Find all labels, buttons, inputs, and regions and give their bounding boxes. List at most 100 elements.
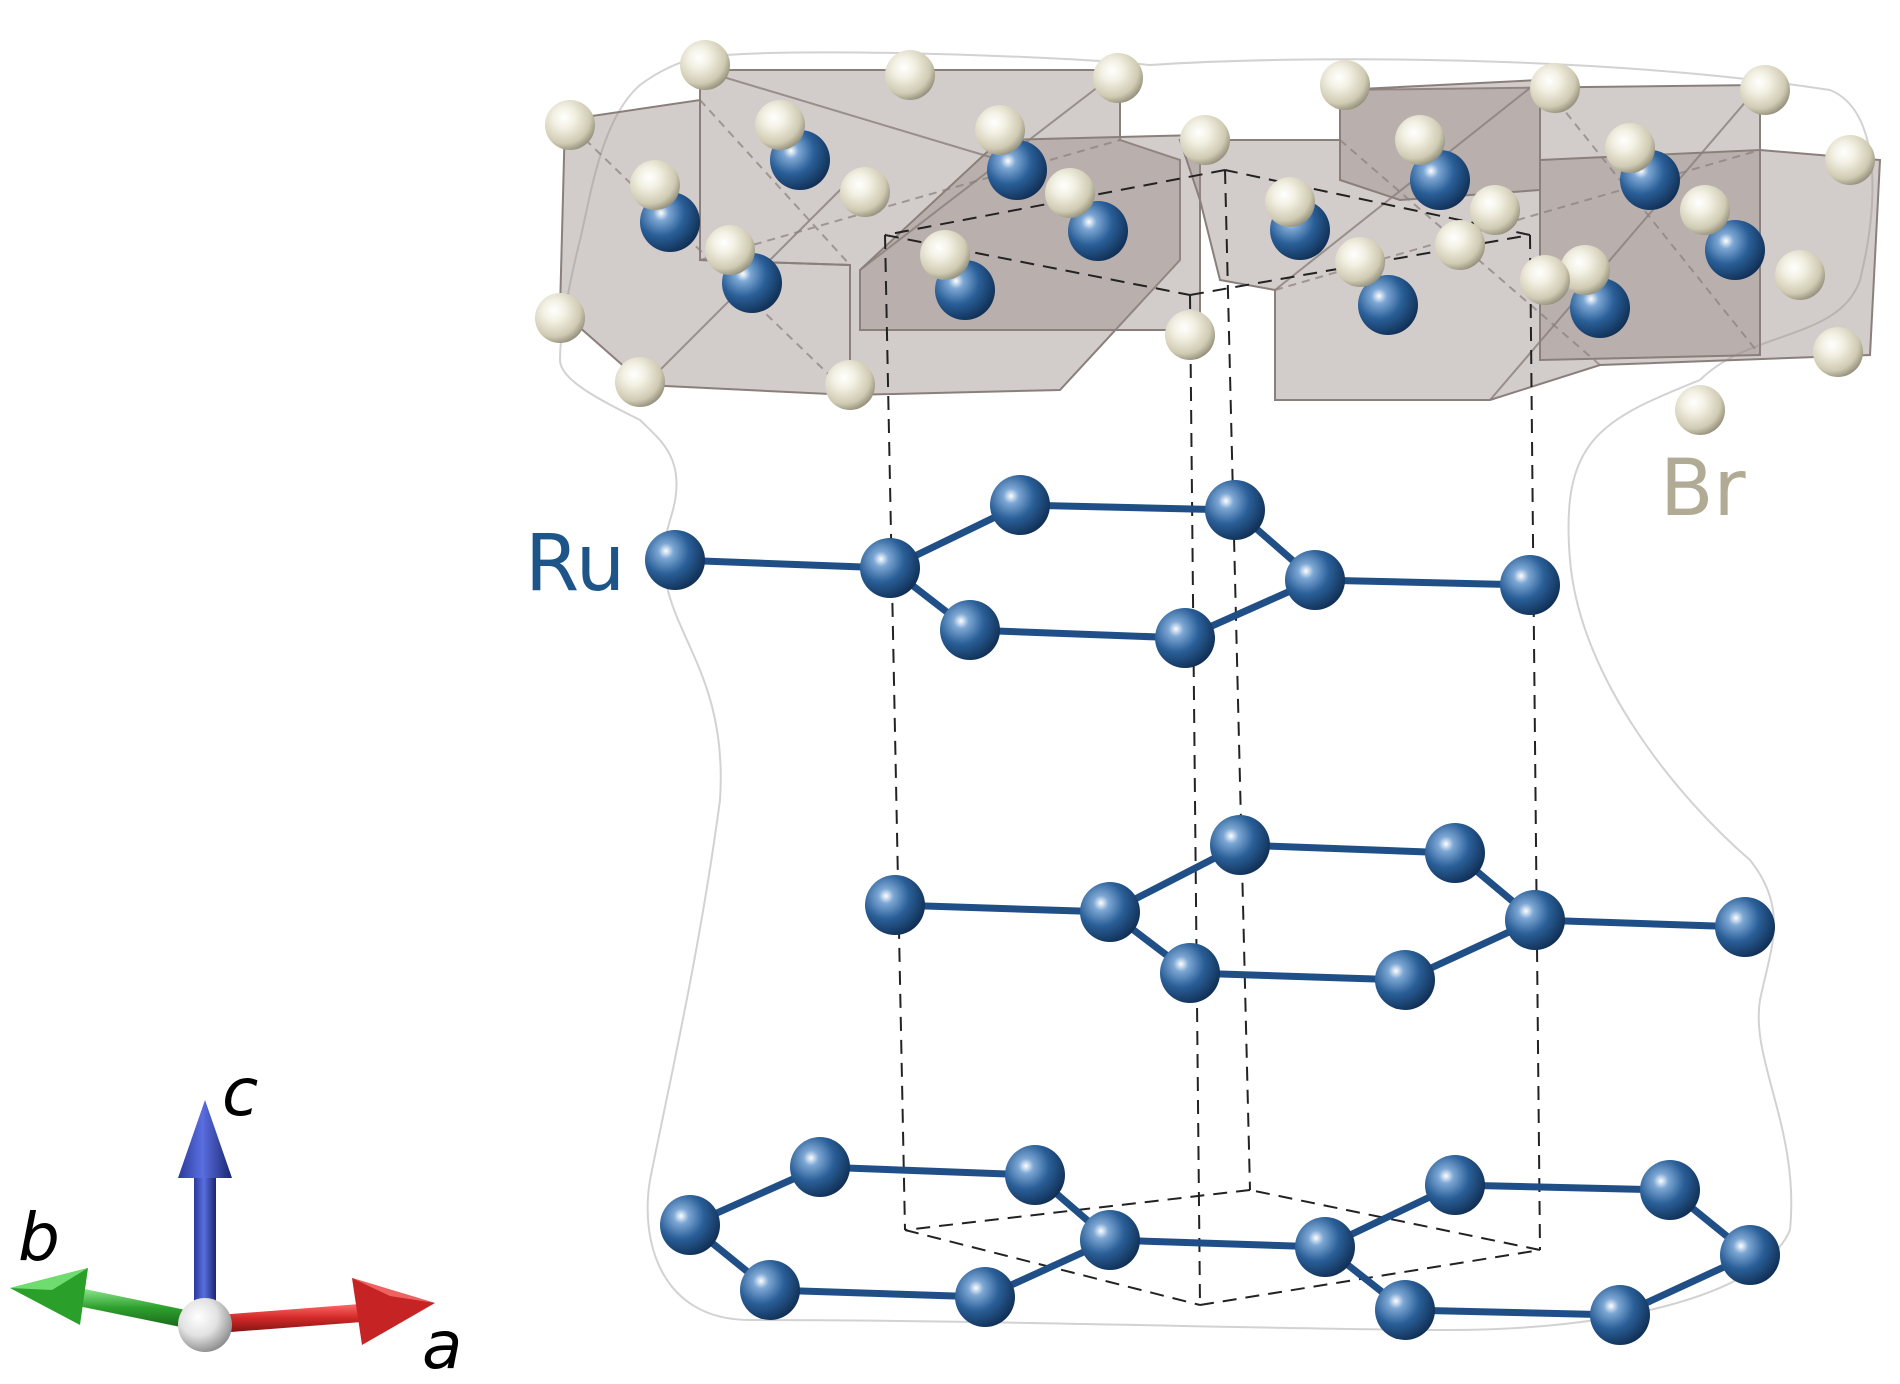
- ru-atom: [955, 1267, 1015, 1327]
- ru-atom: [645, 530, 705, 590]
- ru-atom: [1425, 823, 1485, 883]
- br-atom: [1740, 65, 1790, 115]
- ru-atom: [1500, 555, 1560, 615]
- octahedron-edge: [699, 69, 1001, 161]
- br-atom: [535, 293, 585, 343]
- unit-cell-edge: [1199, 1249, 1541, 1306]
- unit-cell-edge: [1529, 234, 1541, 1251]
- ru-atom: [1425, 1155, 1485, 1215]
- a-axis-arrow: [205, 1278, 435, 1345]
- octahedron-edge: [699, 139, 1121, 261]
- br-label: Br: [1660, 444, 1747, 534]
- ru-atom: [1005, 1145, 1065, 1205]
- br-atom: [615, 357, 665, 407]
- br-atom: [1775, 250, 1825, 300]
- ru-atoms-layers: [645, 475, 1780, 1345]
- ru-atom: [1705, 220, 1765, 280]
- br-atom: [1335, 237, 1385, 287]
- br-atom: [1825, 135, 1875, 185]
- axis-triad: c b a: [10, 1054, 462, 1384]
- ru-atom: [1080, 1210, 1140, 1270]
- br-atom: [1680, 185, 1730, 235]
- ru-bond: [1016, 501, 1239, 514]
- br-atom: [755, 100, 805, 150]
- br-atom: [630, 160, 680, 210]
- ru-atom: [1068, 201, 1128, 261]
- ru-atom: [1160, 943, 1220, 1003]
- ru-atom: [1155, 608, 1215, 668]
- ru-bond: [966, 626, 1189, 642]
- axis-label-a: a: [422, 1307, 462, 1384]
- br-atom: [1093, 53, 1143, 103]
- br-atom: [840, 167, 890, 217]
- ru-atom: [940, 600, 1000, 660]
- ru-atom: [740, 1260, 800, 1320]
- br-atom: [1395, 115, 1445, 165]
- ru-atom: [1640, 1160, 1700, 1220]
- unit-cell-edge: [884, 234, 906, 1231]
- ru-bond: [1106, 1236, 1329, 1251]
- unit-cell-edge: [904, 1229, 1201, 1306]
- ru-bond: [1311, 576, 1534, 589]
- br-atom: [885, 50, 935, 100]
- br-atom: [1320, 60, 1370, 110]
- br-atoms: [535, 40, 1875, 435]
- ru-bond: [766, 1286, 989, 1301]
- br-atom: [1045, 168, 1095, 218]
- ru-atom: [1590, 1285, 1650, 1345]
- ru-atom: [990, 475, 1050, 535]
- ru-bond: [891, 901, 1114, 916]
- ru-atom: [1375, 1280, 1435, 1340]
- br-atom: [1165, 310, 1215, 360]
- axis-label-b: b: [18, 1199, 60, 1276]
- ru-atom: [1295, 1217, 1355, 1277]
- br-atom: [1813, 327, 1863, 377]
- br-atom: [1265, 177, 1315, 227]
- ru-atom: [1720, 1225, 1780, 1285]
- ru-atom: [1285, 550, 1345, 610]
- ru-atom: [1205, 480, 1265, 540]
- br-atom: [1675, 385, 1725, 435]
- br-atom: [1560, 245, 1610, 295]
- br-atom: [545, 100, 595, 150]
- br-atom: [1435, 220, 1485, 270]
- b-axis-arrow: [10, 1268, 205, 1332]
- ru-atom: [1210, 815, 1270, 875]
- ru-bond: [1401, 1306, 1624, 1319]
- ru-atom: [860, 538, 920, 598]
- ru-atom: [660, 1195, 720, 1255]
- br-atom: [1470, 185, 1520, 235]
- octahedron-edge: [1539, 79, 1761, 356]
- ru-label: Ru: [525, 519, 625, 609]
- octahedron-edge: [1274, 79, 1541, 291]
- br-atom: [825, 360, 875, 410]
- br-atom: [680, 40, 730, 90]
- ru-atom: [790, 1137, 850, 1197]
- ru-atom: [1410, 150, 1470, 210]
- axis-origin-sphere: [178, 1298, 232, 1352]
- ru-bond: [671, 556, 894, 572]
- br-atom: [1180, 115, 1230, 165]
- axis-label-c: c: [222, 1054, 258, 1131]
- br-atom: [705, 225, 755, 275]
- br-atom: [920, 230, 970, 280]
- br-atom: [1605, 123, 1655, 173]
- ru-atom: [987, 140, 1047, 200]
- octahedron-edge: [699, 99, 851, 266]
- unit-cell-edge: [1249, 1189, 1541, 1251]
- structure-outline: [558, 51, 1874, 1332]
- c-axis-arrow: [178, 1100, 232, 1320]
- ru-bond: [1531, 916, 1749, 931]
- octahedron-edge: [1489, 84, 1761, 401]
- unit-cell-edge: [1189, 294, 1201, 1306]
- ru-atom: [1358, 275, 1418, 335]
- ru-atom: [865, 875, 925, 935]
- ru-bond: [1236, 841, 1459, 857]
- br-atom: [975, 105, 1025, 155]
- ru-atom: [1505, 890, 1565, 950]
- ru-bond: [1451, 1181, 1674, 1194]
- ru-atom: [1715, 897, 1775, 957]
- ru-bond: [816, 1163, 1039, 1179]
- unit-cell-edge: [1224, 169, 1251, 1191]
